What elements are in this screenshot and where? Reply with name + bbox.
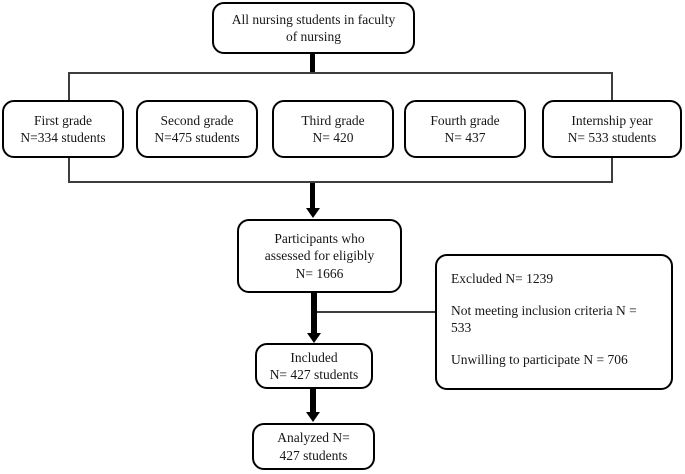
node-analyzed: Analyzed N= 427 students	[252, 423, 375, 470]
node-line: Third grade	[301, 112, 365, 128]
node-line: N= 437	[444, 130, 486, 145]
node-internship-year: Internship year N= 533 students	[542, 100, 682, 158]
arrowhead-to-eligibility	[305, 208, 320, 218]
connector-eligibility-to-included	[311, 293, 317, 335]
connector-bar-stub-left	[68, 72, 70, 100]
node-line: N= 1666	[295, 265, 344, 281]
arrowhead-to-included	[307, 333, 321, 343]
arrowhead-to-analyzed	[306, 412, 320, 422]
node-line: 427 students	[279, 447, 348, 463]
node-line: assessed for eligibly	[264, 248, 375, 264]
node-line: Internship year	[571, 112, 653, 128]
node-second-grade: Second grade N=475 students	[136, 100, 258, 158]
node-line: N= 427 students	[269, 367, 359, 382]
node-line: Excluded N= 1239	[451, 271, 554, 286]
connector-distribution-bar-top	[68, 72, 613, 74]
node-line: First grade	[33, 112, 93, 128]
connector-bar-stub-right	[611, 72, 613, 100]
node-first-grade: First grade N=334 students	[2, 100, 124, 158]
node-line: N=334 students	[20, 130, 106, 145]
node-line: of nursing	[285, 29, 342, 44]
node-line: Not meeting inclusion criteria N = 533	[451, 302, 637, 336]
node-line: Fourth grade	[430, 112, 500, 128]
node-line: Included	[290, 349, 338, 365]
connector-to-excluded	[317, 311, 438, 313]
node-line: Second grade	[160, 112, 234, 128]
node-line: Participants who	[274, 231, 365, 247]
node-fourth-grade: Fourth grade N= 437	[404, 100, 526, 158]
node-third-grade: Third grade N= 420	[272, 100, 394, 158]
connector-collect-stub-left	[68, 158, 70, 183]
node-line: Unwilling to participate N = 706	[451, 351, 628, 367]
connector-collect-stub-right	[611, 158, 613, 183]
node-included: Included N= 427 students	[255, 343, 373, 389]
node-line: All nursing students in faculty	[231, 11, 396, 27]
connector-bar-to-eligibility	[310, 183, 315, 209]
node-participants-assessed: Participants who assessed for eligibly N…	[237, 219, 402, 293]
node-excluded: Excluded N= 1239 Not meeting inclusion c…	[435, 254, 673, 390]
connector-included-to-analyzed	[310, 389, 316, 413]
node-line: N= 420	[312, 130, 354, 145]
node-all-nursing-students: All nursing students in faculty of nursi…	[212, 2, 415, 54]
node-line: N= 533 students	[567, 130, 657, 145]
node-line: Analyzed N=	[277, 430, 350, 446]
node-line: N=475 students	[154, 130, 240, 145]
connector-collection-bar-bottom	[68, 181, 613, 183]
connector-top-to-bar	[310, 54, 315, 74]
